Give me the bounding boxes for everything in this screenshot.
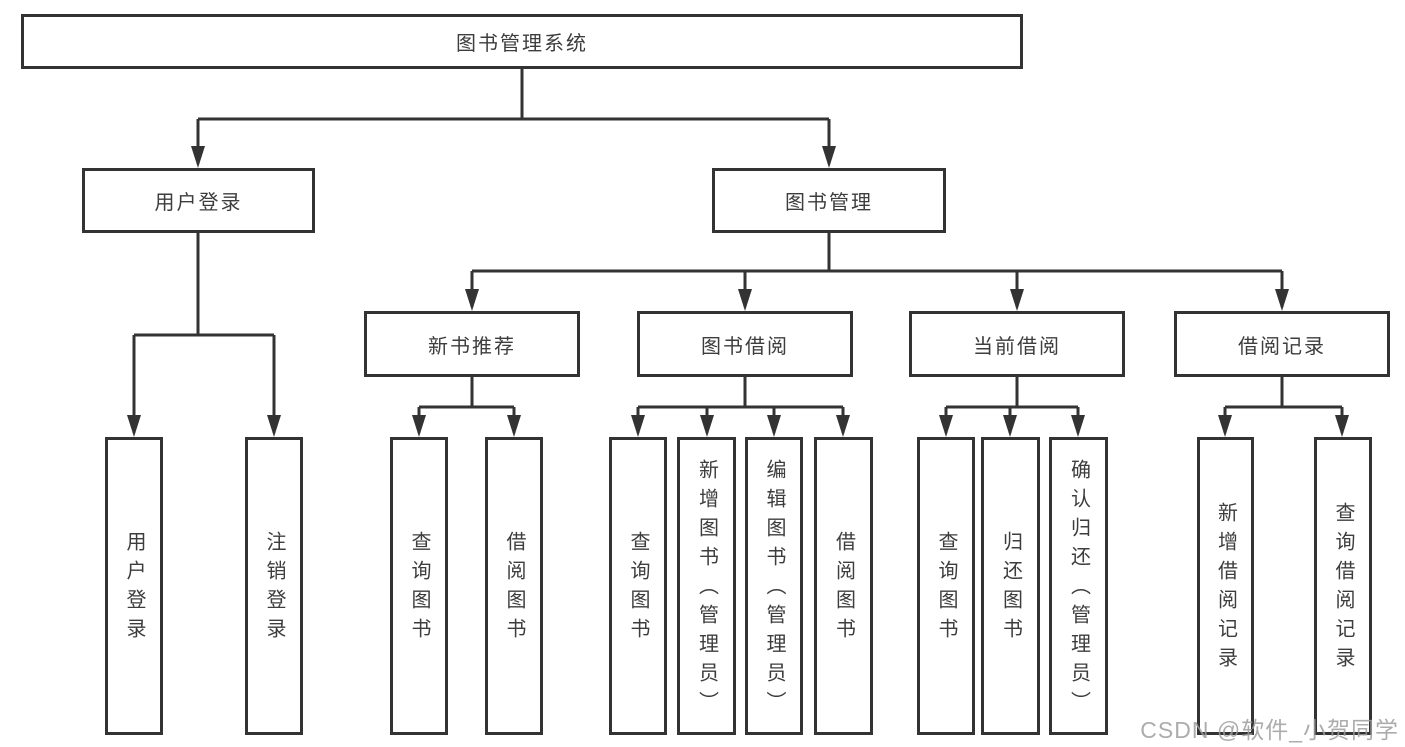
leaf-borrow-books-recommendation: 借阅图书 xyxy=(485,437,543,735)
node-new-book-recommendation: 新书推荐 xyxy=(364,311,580,377)
leaf-borrow-books: 借阅图书 xyxy=(814,437,873,735)
leaf-query-books-current: 查询图书 xyxy=(917,437,975,735)
leaf-query-books-recommendation: 查询图书 xyxy=(390,437,448,735)
node-book-borrowing: 图书借阅 xyxy=(637,311,853,377)
leaf-confirm-return-admin: 确认归还（管理员） xyxy=(1049,437,1108,735)
node-current-borrowing: 当前借阅 xyxy=(909,311,1125,377)
node-user-login: 用户登录 xyxy=(82,168,315,233)
node-library-management-system: 图书管理系统 xyxy=(21,14,1023,69)
leaf-user-login: 用户登录 xyxy=(105,437,163,735)
node-borrowing-records: 借阅记录 xyxy=(1174,311,1390,377)
node-book-management: 图书管理 xyxy=(712,168,946,233)
leaf-edit-book-admin: 编辑图书（管理员） xyxy=(745,437,803,735)
leaf-logout: 注销登录 xyxy=(245,437,303,735)
leaf-query-borrow-record: 查询借阅记录 xyxy=(1314,437,1372,735)
leaf-return-book: 归还图书 xyxy=(981,437,1040,735)
leaf-query-books-borrowing: 查询图书 xyxy=(609,437,667,735)
watermark: CSDN @软件_小贺同学 xyxy=(1140,717,1399,743)
leaf-add-book-admin: 新增图书（管理员） xyxy=(677,437,736,735)
leaf-add-borrow-record: 新增借阅记录 xyxy=(1197,437,1254,735)
